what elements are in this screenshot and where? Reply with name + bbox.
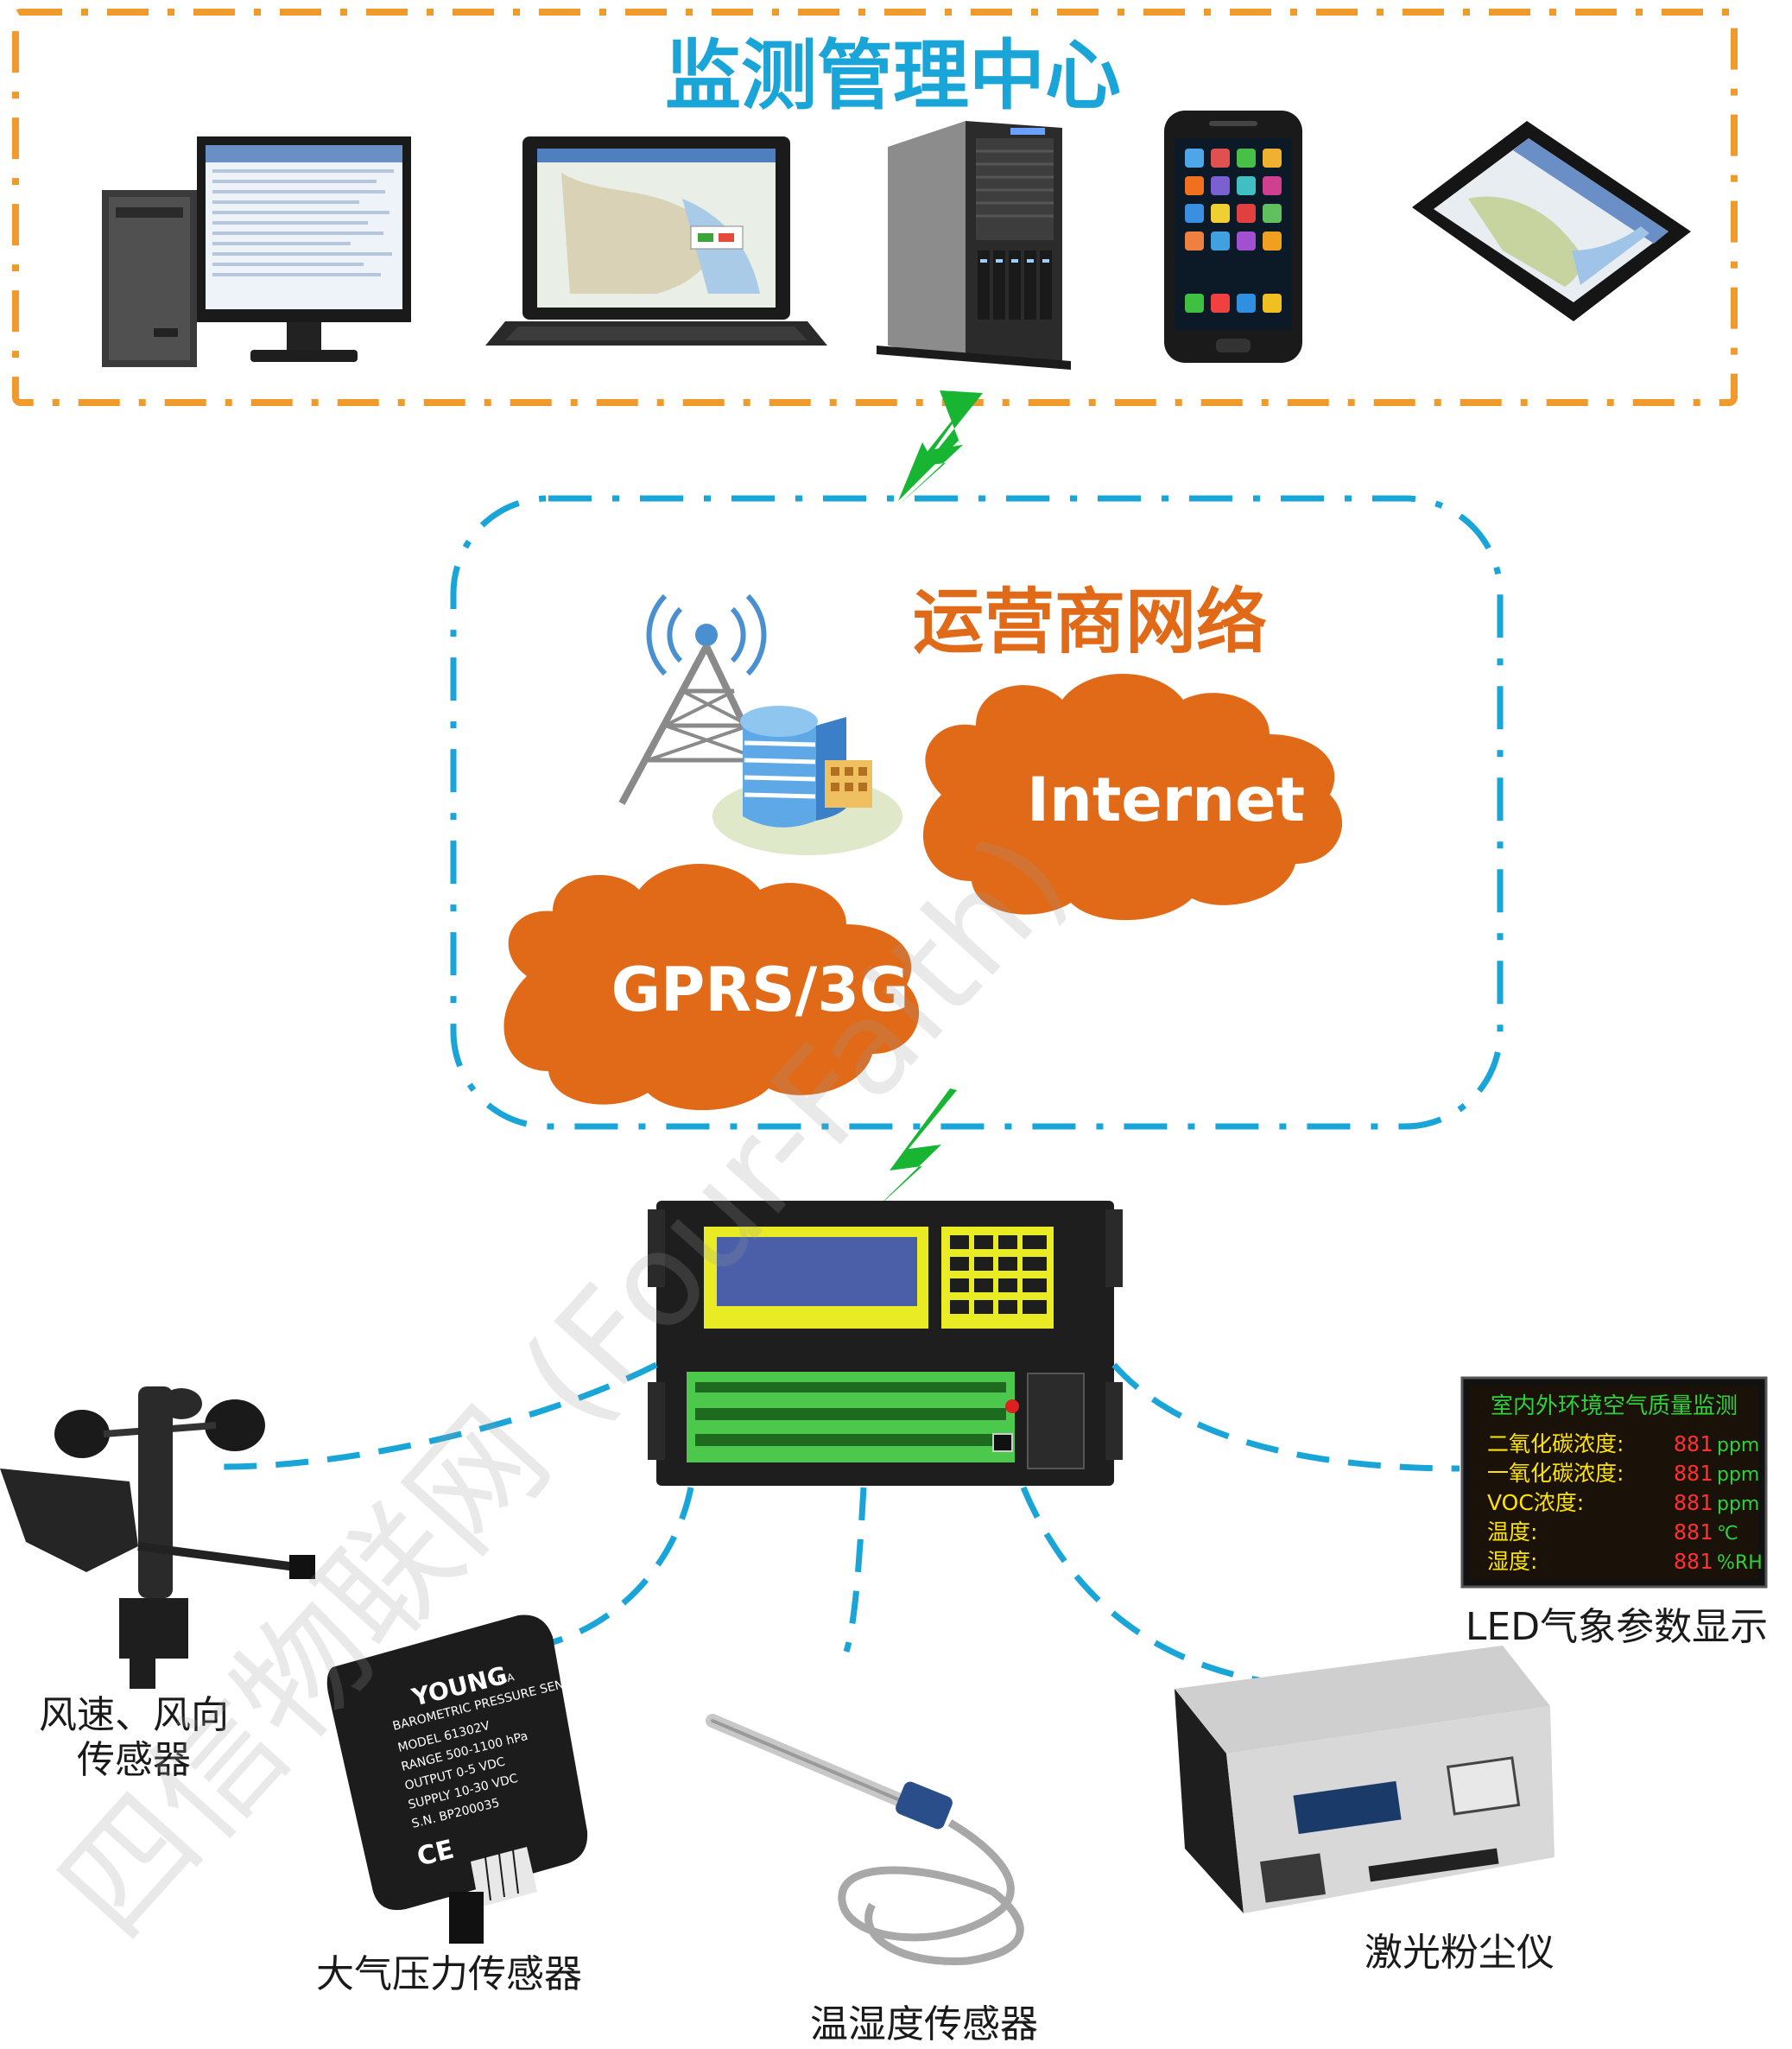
- led-title: 室内外环境空气质量监测: [1491, 1393, 1738, 1419]
- internet-cloud: Internet: [922, 674, 1343, 921]
- led-row-4-value: 881: [1674, 1519, 1713, 1545]
- wireless-link-icon: [898, 390, 983, 501]
- monitoring-center-border: [12, 9, 1738, 406]
- led-row-2-label: 一氧化碳浓度:: [1487, 1461, 1624, 1486]
- led-row-3-label: VOC浓度:: [1487, 1490, 1584, 1515]
- led-row-2: 一氧化碳浓度: 881 ppm: [1487, 1461, 1759, 1486]
- led-display-label: LED气象参数显示: [1466, 1605, 1768, 1649]
- wind-sensor-label-line1: 风速、风向: [39, 1693, 229, 1737]
- building-icon: [712, 706, 902, 855]
- led-display-panel: 室内外环境空气质量监测 二氧化碳浓度: 881 ppm 一氧化碳浓度: 881 …: [1460, 1376, 1768, 1589]
- led-row-3-value: 881: [1674, 1490, 1713, 1515]
- led-row-1-label: 二氧化碳浓度:: [1487, 1431, 1624, 1456]
- pressure-sensor-label: 大气压力传感器: [316, 1952, 582, 1996]
- led-row-1: 二氧化碳浓度: 881 ppm: [1487, 1431, 1759, 1456]
- temp-humidity-sensor-icon: [706, 1714, 1024, 1965]
- led-row-4: 温度: 881 ℃: [1487, 1519, 1738, 1545]
- led-row-3: VOC浓度: 881 ppm: [1487, 1490, 1759, 1515]
- operator-network-border: [450, 495, 1504, 1130]
- signal-tower-icon: [618, 593, 785, 805]
- led-row-3-unit: ppm: [1717, 1494, 1759, 1515]
- led-row-5-unit: %RH: [1717, 1552, 1763, 1574]
- led-row-5-label: 湿度:: [1487, 1549, 1537, 1574]
- tower-server-icon: [877, 121, 1071, 370]
- link-led-display: [1111, 1362, 1460, 1472]
- wind-sensor-icon: [0, 1386, 315, 1689]
- wireless-link-icon-lower: [871, 1088, 957, 1214]
- led-row-1-unit: ppm: [1717, 1435, 1759, 1456]
- desktop-computer-icon: [102, 136, 411, 367]
- led-row-4-unit: ℃: [1717, 1523, 1738, 1545]
- wind-sensor-label-line2: 传感器: [77, 1738, 191, 1782]
- smartphone-icon: [1164, 111, 1302, 363]
- led-row-2-unit: ppm: [1717, 1464, 1759, 1486]
- monitoring-center-group: 监测管理中心: [12, 9, 1738, 406]
- laser-dust-meter-label: 激光粉尘仪: [1365, 1931, 1555, 1975]
- monitoring-center-title: 监测管理中心: [665, 31, 1121, 120]
- link-wind-sensor: [215, 1361, 658, 1470]
- temp-humidity-sensor-label: 温湿度传感器: [810, 2002, 1038, 2046]
- rtu-terminal-icon: [648, 1201, 1123, 1486]
- led-row-5-value: 881: [1674, 1549, 1713, 1574]
- operator-network-title: 运营商网络: [913, 581, 1267, 663]
- gprs-cloud: GPRS/3G: [503, 864, 920, 1111]
- operator-network-group: 运营商网络: [450, 495, 1504, 1130]
- laser-dust-meter-icon: [1175, 1646, 1555, 1913]
- laptop-icon: [485, 136, 827, 346]
- led-row-4-label: 温度:: [1487, 1519, 1537, 1545]
- gprs-label: GPRS/3G: [611, 955, 909, 1025]
- tablet-icon: [1412, 121, 1691, 321]
- pressure-brand-suffix: USA: [491, 1671, 516, 1688]
- led-row-2-value: 881: [1674, 1461, 1713, 1486]
- pressure-sensor-icon: YOUNG USA BAROMETRIC PRESSURE SENSOR MOD…: [326, 1614, 591, 1944]
- link-temp-sensor: [843, 1487, 867, 1653]
- led-row-1-value: 881: [1674, 1431, 1713, 1456]
- led-row-5: 湿度: 881 %RH: [1487, 1549, 1763, 1574]
- internet-label: Internet: [1027, 764, 1305, 835]
- link-dust-sensor: [1020, 1486, 1288, 1688]
